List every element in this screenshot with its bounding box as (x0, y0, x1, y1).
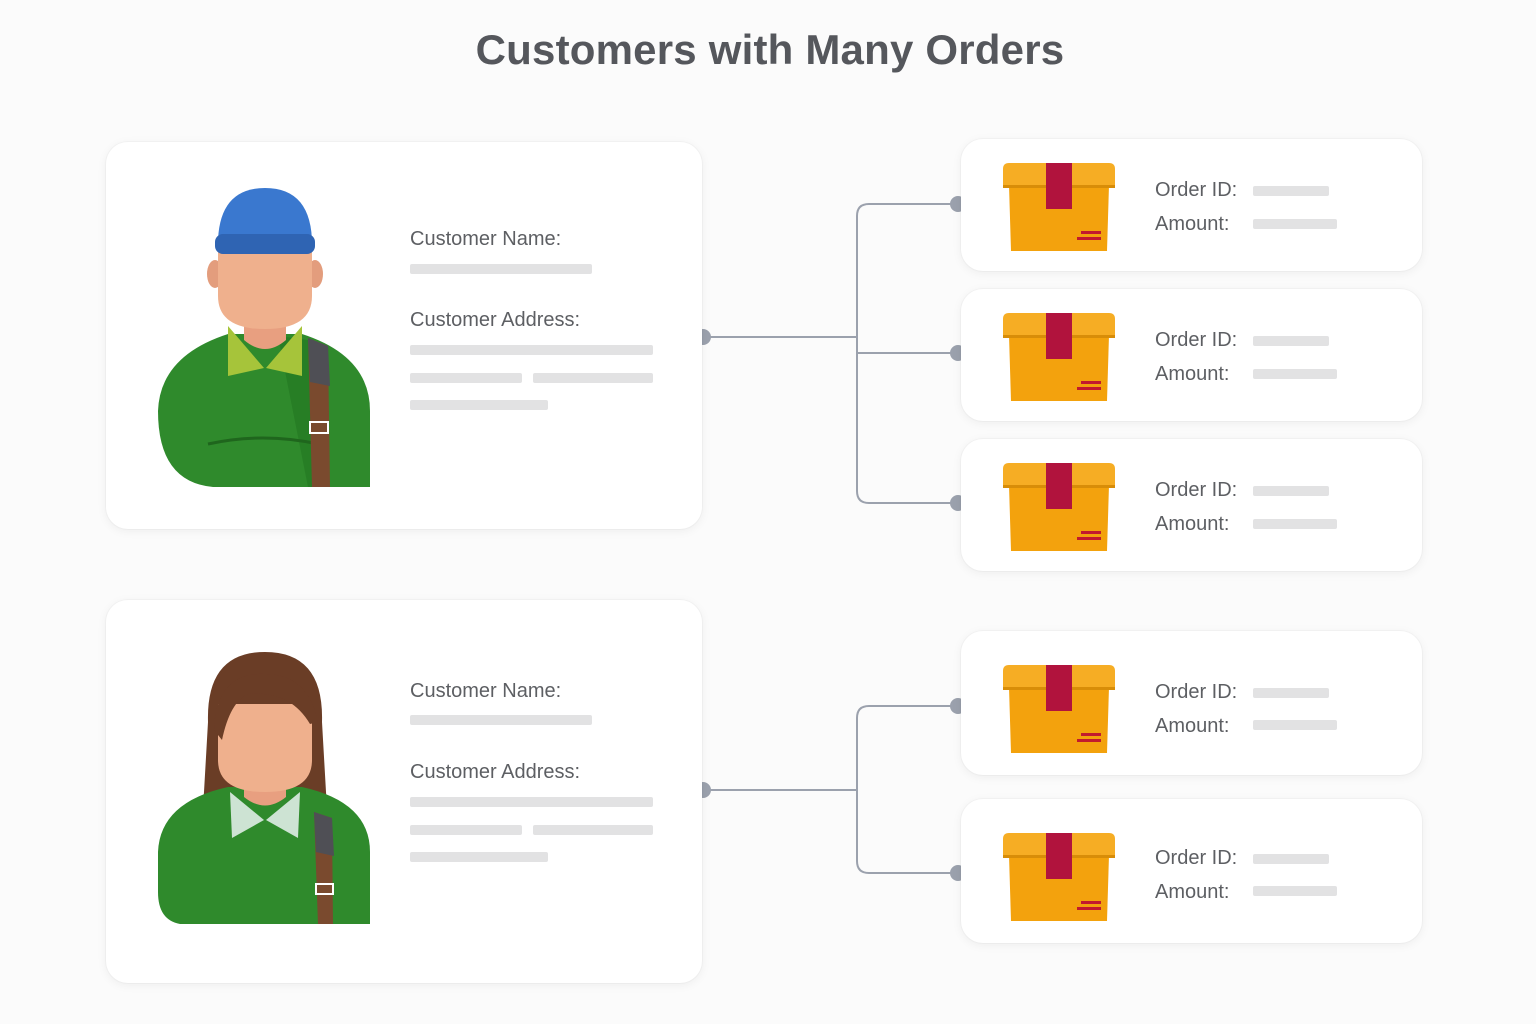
order-id-label: Order ID: (1155, 179, 1238, 201)
connector-2-trunk (856, 705, 958, 874)
order-amount-label: Amount: (1155, 881, 1230, 903)
customer-card: Customer Name: Customer Address: (106, 600, 702, 983)
order-amount-placeholder (1253, 519, 1337, 529)
order-id-placeholder (1253, 186, 1329, 196)
customer-address-placeholder (410, 345, 653, 355)
order-id-placeholder (1253, 688, 1329, 698)
customer-address-placeholder (533, 825, 653, 835)
customer-name-placeholder (410, 264, 592, 274)
order-card: Order ID: Amount: (961, 631, 1422, 775)
order-id-label: Order ID: (1155, 681, 1238, 703)
package-box-icon (1003, 463, 1115, 551)
order-card: Order ID: Amount: (961, 289, 1422, 421)
customer-address-placeholder (410, 825, 522, 835)
customer-address-label: Customer Address: (410, 761, 581, 783)
customer-address-placeholder (410, 400, 548, 410)
female-customer-avatar-icon (158, 652, 370, 924)
page-title: Customers with Many Orders (475, 26, 1065, 73)
customer-name-label: Customer Name: (410, 228, 562, 250)
customer-name-label: Customer Name: (410, 680, 562, 702)
order-amount-label: Amount: (1155, 513, 1230, 535)
customer-address-placeholder (410, 373, 522, 383)
order-amount-label: Amount: (1155, 213, 1230, 235)
order-card: Order ID: Amount: (961, 439, 1422, 571)
order-amount-placeholder (1253, 886, 1337, 896)
order-id-label: Order ID: (1155, 479, 1238, 501)
customer-address-placeholder (533, 373, 653, 383)
order-amount-label: Amount: (1155, 715, 1230, 737)
customer-address-placeholder (410, 797, 653, 807)
customer-card: Customer Name: Customer Address: (106, 142, 702, 529)
order-id-placeholder (1253, 486, 1329, 496)
customer-name-placeholder (410, 715, 592, 725)
order-id-label: Order ID: (1155, 329, 1238, 351)
order-amount-placeholder (1253, 720, 1337, 730)
order-id-placeholder (1253, 336, 1329, 346)
package-box-icon (1003, 665, 1115, 753)
package-box-icon (1003, 313, 1115, 401)
order-amount-placeholder (1253, 219, 1337, 229)
order-card: Order ID: Amount: (961, 799, 1422, 943)
customer-address-label: Customer Address: (410, 309, 581, 331)
order-amount-label: Amount: (1155, 363, 1230, 385)
customer-address-placeholder (410, 852, 548, 862)
package-box-icon (1003, 833, 1115, 921)
order-id-placeholder (1253, 854, 1329, 864)
order-id-label: Order ID: (1155, 847, 1238, 869)
package-box-icon (1003, 163, 1115, 251)
order-amount-placeholder (1253, 369, 1337, 379)
order-card: Order ID: Amount: (961, 139, 1422, 271)
male-customer-avatar-icon (158, 188, 370, 487)
